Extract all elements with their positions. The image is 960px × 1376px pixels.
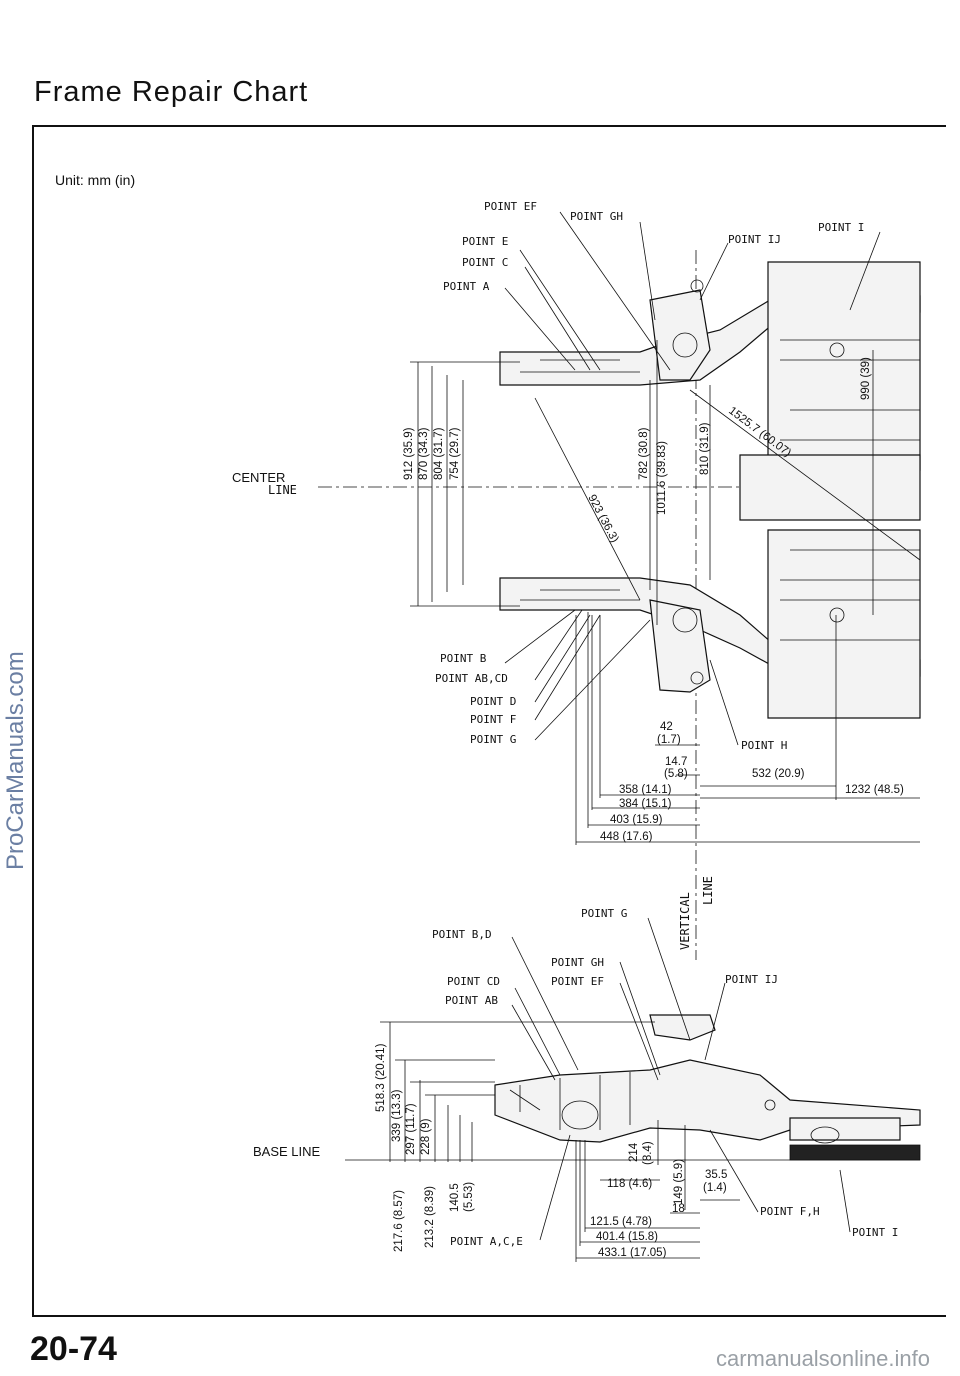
dim-118: 118 (4.6) (607, 1178, 652, 1190)
dim-532: 532 (20.9) (752, 768, 805, 780)
dim-810: 810 (31.9) (699, 422, 711, 475)
dim-339: 339 (13.3) (391, 1089, 403, 1142)
dim-35-5: 35.5 (705, 1169, 727, 1181)
label-point-g: POINT G (470, 733, 516, 746)
dim-14-7-in: (5.8) (664, 768, 688, 780)
side-label-point-ab: POINT AB (445, 994, 498, 1007)
dim-433-1: 433.1 (17.05) (598, 1247, 667, 1259)
label-point-gh: POINT GH (570, 210, 623, 223)
label-point-ef: POINT EF (484, 200, 537, 213)
top-view: POINT EF POINT GH POINT E POINT C POINT … (232, 200, 921, 960)
dim-149: 149 (5.9) (673, 1159, 685, 1205)
dim-213: 213.2 (8.39) (424, 1186, 436, 1248)
dim-403: 403 (15.9) (610, 814, 663, 826)
lower-frame-rail (499, 529, 921, 719)
base-line-label: BASE LINE (253, 1144, 321, 1159)
dim-518: 518.3 (20.41) (375, 1043, 387, 1112)
dim-228: 228 (9) (420, 1118, 432, 1155)
dim-358: 358 (14.1) (619, 784, 672, 796)
upper-frame-rail (499, 261, 921, 521)
label-point-d: POINT D (470, 695, 516, 708)
dim-18: 18 (672, 1203, 685, 1215)
dim-42: 42 (660, 721, 673, 733)
label-point-f: POINT F (470, 713, 516, 726)
chart-frame (32, 125, 946, 1317)
label-point-c: POINT C (462, 256, 508, 269)
dim-754: 754 (29.7) (449, 427, 461, 480)
dim-140-5-in: (5.53) (463, 1182, 475, 1212)
dim-448: 448 (17.6) (600, 831, 653, 843)
dim-990: 990 (39) (860, 357, 872, 400)
dim-214: 214 (628, 1142, 640, 1162)
side-frame-body (494, 1014, 921, 1161)
dim-870: 870 (34.3) (418, 427, 430, 480)
dim-35-5-in: (1.4) (703, 1182, 727, 1194)
dim-1232: 1232 (48.5) (845, 784, 904, 796)
vertical-line-label-2: LINE (701, 876, 715, 905)
side-label-point-bd: POINT B,D (432, 928, 492, 941)
dim-1011: 1011.6 (39.83) (656, 441, 668, 515)
side-label-point-i: POINT I (852, 1226, 898, 1239)
dim-14-7: 14.7 (665, 756, 687, 768)
label-point-i: POINT I (818, 221, 864, 234)
dim-121-5: 121.5 (4.78) (590, 1216, 652, 1228)
dim-804: 804 (31.7) (433, 427, 445, 480)
dim-42-in: (1.7) (657, 734, 681, 746)
dim-923: 923 (36.3) (585, 493, 620, 545)
dim-912: 912 (35.9) (403, 427, 415, 480)
center-line-label-2: LINE (268, 483, 297, 497)
dim-401-4: 401.4 (15.8) (596, 1231, 658, 1243)
label-point-a: POINT A (443, 280, 490, 293)
dim-782: 782 (30.8) (638, 427, 650, 480)
side-label-point-fh: POINT F,H (760, 1205, 820, 1218)
page-title: Frame Repair Chart (34, 76, 309, 108)
label-point-abcd: POINT AB,CD (435, 672, 508, 685)
side-label-point-ef: POINT EF (551, 975, 604, 988)
label-point-ij: POINT IJ (728, 233, 781, 246)
page-number: 20-74 (30, 1330, 117, 1368)
side-label-point-g: POINT G (581, 907, 627, 920)
dim-217: 217.6 (8.57) (393, 1190, 405, 1252)
side-label-point-ij: POINT IJ (725, 973, 778, 986)
unit-label: Unit: mm (in) (55, 172, 136, 188)
side-view: VERTICAL LINE BASE LINE (253, 876, 921, 1262)
dim-384: 384 (15.1) (619, 798, 672, 810)
side-label-point-cd: POINT CD (447, 975, 500, 988)
dim-297: 297 (11.7) (405, 1103, 417, 1155)
dim-214-in: (8.4) (642, 1141, 654, 1165)
label-point-b: POINT B (440, 652, 487, 665)
dim-140-5: 140.5 (449, 1183, 461, 1212)
side-label-point-gh: POINT GH (551, 956, 604, 969)
side-label-point-ace: POINT A,C,E (450, 1235, 523, 1248)
vertical-line-label-1: VERTICAL (678, 892, 692, 950)
label-point-e: POINT E (462, 235, 508, 248)
watermark-bottom: carmanualsonline.info (715, 1346, 930, 1371)
label-point-h: POINT H (741, 739, 787, 752)
center-line-label-1: CENTER (232, 470, 285, 485)
